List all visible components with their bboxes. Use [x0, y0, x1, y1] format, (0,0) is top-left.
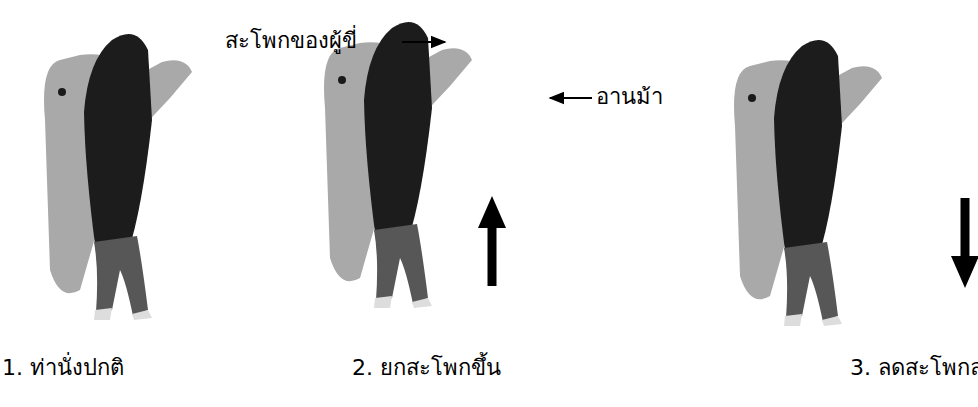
leader-arrow — [550, 97, 592, 99]
part-label: อานม้า — [596, 84, 663, 110]
caption: 2. ยกสะโพกขึ้น — [352, 355, 501, 381]
rider-figure — [734, 40, 882, 326]
down-arrow-head — [951, 256, 978, 288]
rider-figure — [44, 34, 192, 320]
up-arrow — [488, 222, 497, 286]
rider-figure — [324, 22, 472, 308]
caption: 3. ลดสะโพกลง — [850, 355, 978, 381]
caption: 1. ท่านั่งปกติ — [2, 355, 124, 381]
part-label: สะโพกของผู้ขี่ — [225, 28, 357, 54]
leader-arrow — [402, 41, 445, 43]
up-arrow-head — [478, 196, 506, 228]
down-arrow — [961, 198, 970, 262]
